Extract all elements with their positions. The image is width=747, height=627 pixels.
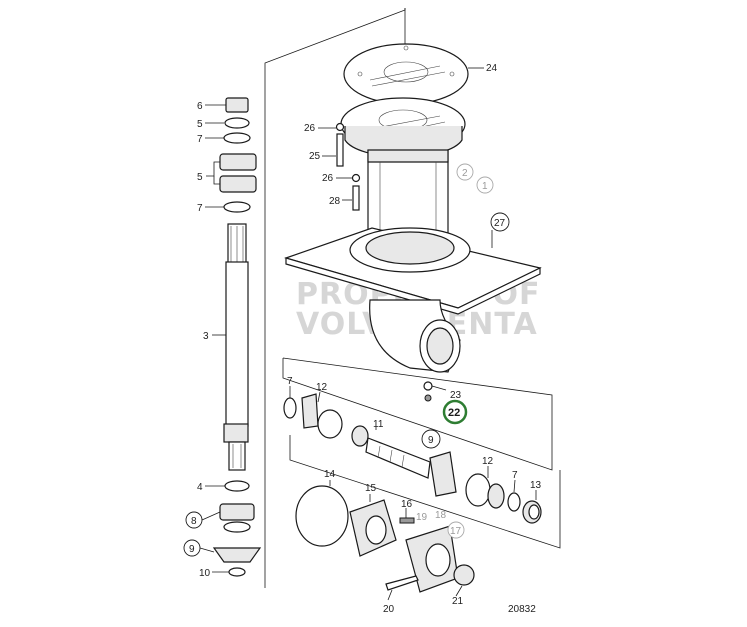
drawing-number: 20832 [508, 604, 536, 615]
callout-circle-2 [456, 163, 474, 181]
label-15: 15 [365, 483, 377, 494]
callout-circle-22-highlighted [442, 399, 468, 425]
label-16: 16 [401, 499, 413, 510]
horizontal-gear-train [283, 386, 542, 524]
upper-flange [340, 97, 466, 158]
label-27: 27 [494, 218, 506, 229]
label-14: 14 [324, 469, 336, 480]
label-13: 13 [530, 480, 542, 491]
label-7-left: 7 [287, 376, 293, 387]
callout-circle-9-right [421, 429, 441, 449]
label-26-lower: 26 [322, 173, 334, 184]
label-18: 18 [435, 510, 447, 521]
label-17: 17 [450, 526, 462, 537]
label-3: 3 [203, 331, 209, 342]
top-plate [343, 43, 484, 105]
label-5-upper: 5 [197, 119, 203, 130]
callout-circle-17 [447, 521, 465, 539]
label-9-left: 9 [189, 544, 195, 555]
label-20: 20 [383, 604, 395, 615]
label-26-upper: 26 [304, 123, 316, 134]
label-7-upper: 7 [197, 134, 203, 145]
label-7-right: 7 [512, 470, 518, 481]
label-23: 23 [450, 390, 462, 401]
label-22: 22 [448, 407, 460, 419]
callout-circle-1 [476, 176, 494, 194]
lower-components [295, 480, 475, 601]
callouts: 24 26 25 26 28 2 1 27 23 22 6 5 7 5 7 3 … [183, 63, 542, 615]
label-12-left: 12 [316, 382, 328, 393]
label-6: 6 [197, 101, 203, 112]
callout-circle-9-left [183, 539, 201, 557]
base-plate [284, 227, 542, 315]
label-4: 4 [197, 482, 203, 493]
lower-housing [369, 299, 461, 373]
label-8: 8 [191, 516, 197, 527]
label-5-middle: 5 [197, 172, 203, 183]
label-25: 25 [309, 151, 321, 162]
label-2: 2 [462, 168, 468, 179]
label-7-middle: 7 [197, 203, 203, 214]
label-12-right: 12 [482, 456, 494, 467]
stud-bolts [318, 122, 361, 211]
vertical-shaft-assembly [199, 97, 262, 577]
label-1: 1 [482, 181, 488, 192]
label-21: 21 [452, 596, 464, 607]
label-9-right: 9 [428, 435, 434, 446]
label-11: 11 [373, 419, 384, 430]
label-19: 19 [416, 512, 428, 523]
screw-23-22 [423, 381, 447, 402]
label-10: 10 [199, 568, 211, 579]
callout-circle-8 [185, 511, 203, 529]
label-28: 28 [329, 196, 341, 207]
label-24: 24 [486, 63, 498, 74]
horizontal-section-frames [282, 357, 561, 549]
callout-circle-27 [490, 212, 510, 232]
